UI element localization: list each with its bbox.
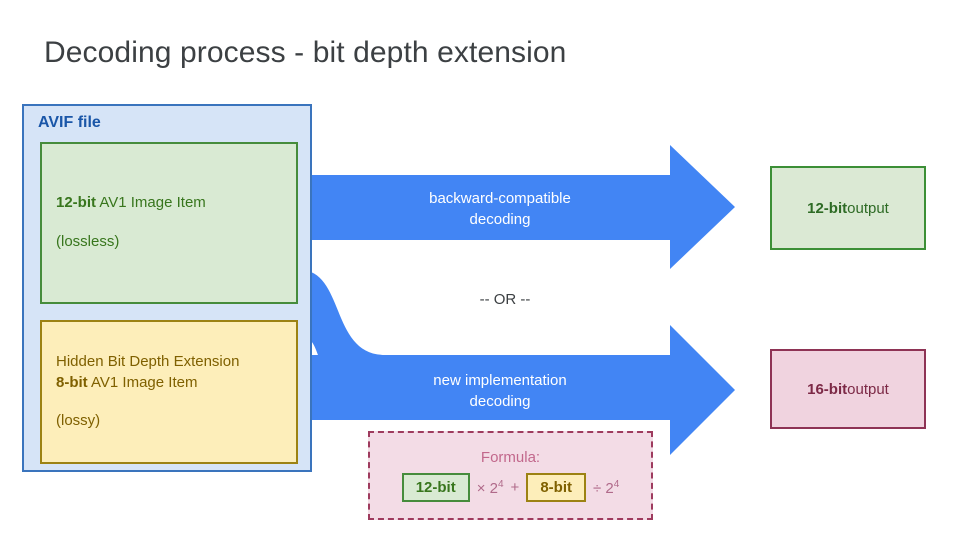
spacer <box>56 214 282 232</box>
formula-divide-text: ÷ 2 <box>592 479 614 497</box>
formula-divide-exponent: 4 <box>613 478 620 490</box>
item-description: AV1 Image Item <box>87 373 198 391</box>
arrow-label-line2: decoding <box>469 393 531 411</box>
formula-operator-multiply: × 24 <box>477 479 504 497</box>
output-box-16-bit: 16-bit output <box>770 349 926 429</box>
item-primary-line: 8-bit AV1 Image Item <box>56 373 282 394</box>
item-compression-note: (lossless) <box>56 233 120 250</box>
formula-expression: 12-bit × 24 + 8-bit ÷ 24 <box>401 473 619 502</box>
item-compression-note: (lossy) <box>56 412 101 430</box>
arrow-label-line2: decoding <box>469 211 531 229</box>
formula-operator-divide: ÷ 24 <box>593 479 619 497</box>
item-bitdepth: 8-bit <box>56 373 88 391</box>
item-description: AV1 Image Item <box>96 194 206 212</box>
formula-multiply-text: × 2 <box>476 479 498 497</box>
item-primary-line: 12-bit AV1 Image Item <box>56 193 282 214</box>
av1-image-item-12bit: 12-bit AV1 Image Item (lossless) <box>40 142 298 304</box>
output-bitdepth: 16-bit <box>807 380 848 398</box>
output-label: output <box>847 380 889 398</box>
arrow-label-backward-compatible: backward-compatible decoding <box>350 188 650 231</box>
output-box-12-bit: 12-bit output <box>770 166 926 250</box>
output-bitdepth: 12-bit <box>807 199 848 217</box>
or-separator: -- OR -- <box>479 291 531 308</box>
formula-operator-plus: + <box>510 479 520 496</box>
avif-file-label: AVIF file <box>38 114 101 131</box>
item-bitdepth: 12-bit <box>56 194 97 212</box>
formula-multiply-exponent: 4 <box>497 478 504 490</box>
av1-image-item-8bit-hidden: Hidden Bit Depth Extension 8-bit AV1 Ima… <box>40 320 298 464</box>
formula-chip-8-bit: 8-bit <box>526 473 586 502</box>
page-title: Decoding process - bit depth extension <box>44 36 567 69</box>
formula-title: Formula: <box>480 449 541 466</box>
arrow-label-line1: backward-compatible <box>429 190 571 207</box>
formula-panel: Formula: 12-bit × 24 + 8-bit ÷ 24 <box>368 431 653 520</box>
output-label: output <box>847 199 889 217</box>
arrow-label-line1: new implementation <box>433 372 567 389</box>
item-title-line: Hidden Bit Depth Extension <box>56 352 240 370</box>
spacer <box>56 393 282 411</box>
formula-chip-12-bit: 12-bit <box>401 473 470 502</box>
arrow-label-new-implementation: new implementation decoding <box>350 370 650 413</box>
